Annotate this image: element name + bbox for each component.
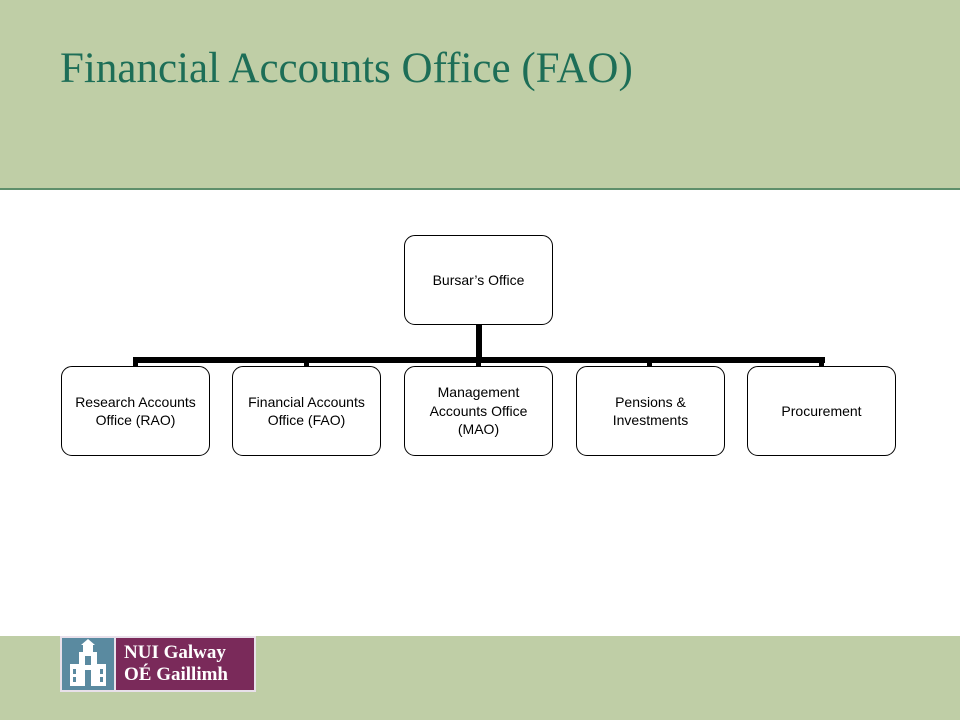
- connector-down-child-4: [647, 357, 652, 367]
- node-label: Pensions & Investments: [612, 393, 689, 428]
- node-label: Research Accounts Office (RAO): [75, 393, 196, 428]
- node-label: Procurement: [781, 402, 862, 419]
- nui-galway-logo: NUI Galway OÉ Gaillimh: [60, 636, 256, 692]
- connector-down-child-1: [133, 357, 138, 367]
- node-financial-accounts-office: Financial Accounts Office (FAO): [232, 366, 381, 456]
- connector-root-down: [476, 325, 482, 359]
- node-label: Bursar’s Office: [432, 271, 525, 288]
- logo-wordmark: NUI Galway OÉ Gaillimh: [116, 636, 256, 692]
- node-label: Management Accounts Office (MAO): [429, 384, 528, 438]
- node-research-accounts-office: Research Accounts Office (RAO): [61, 366, 210, 456]
- node-bursars-office: Bursar’s Office: [404, 235, 553, 325]
- slide-header: [0, 0, 960, 188]
- university-tower-icon: [60, 636, 116, 692]
- logo-line-english: NUI Galway: [124, 642, 226, 663]
- header-divider: [0, 188, 960, 190]
- node-label: Financial Accounts Office (FAO): [248, 393, 365, 428]
- connector-down-child-2: [304, 357, 309, 367]
- connector-down-child-3: [476, 357, 481, 367]
- slide-title: Financial Accounts Office (FAO): [60, 45, 633, 92]
- node-pensions-investments: Pensions & Investments: [576, 366, 725, 456]
- connector-down-child-5: [819, 357, 824, 367]
- node-management-accounts-office: Management Accounts Office (MAO): [404, 366, 553, 456]
- node-procurement: Procurement: [747, 366, 896, 456]
- logo-line-irish: OÉ Gaillimh: [124, 664, 228, 685]
